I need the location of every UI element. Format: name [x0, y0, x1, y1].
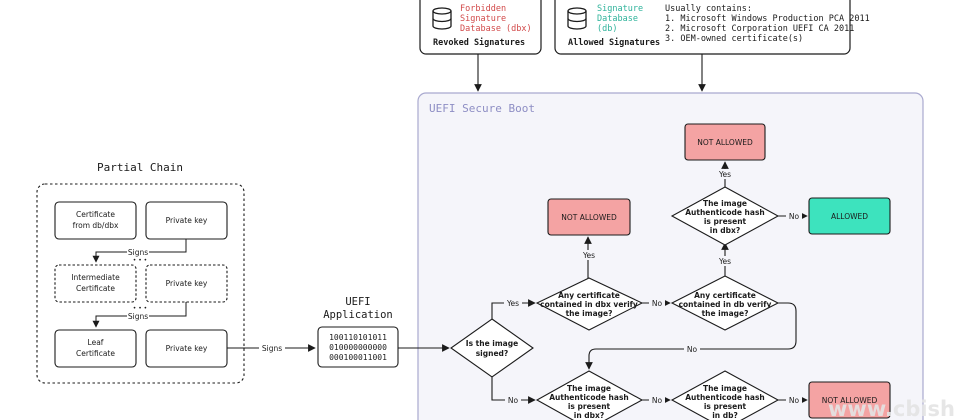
- cert-label: Intermediate: [71, 273, 120, 282]
- cert-label: Certificate: [76, 349, 115, 358]
- dbx-database-box: Forbidden Signature Database (dbx) Revok…: [419, 0, 542, 55]
- decision-dbx-verify: Any certificate contained in dbx verify …: [535, 277, 644, 331]
- not-allowed-box: [684, 123, 766, 161]
- secure-boot-title: UEFI Secure Boot: [429, 102, 535, 115]
- decision-text: contained in dbx verify: [540, 300, 638, 309]
- no-label: No: [789, 396, 800, 405]
- decision-db-verify: Any certificate contained in db verify t…: [670, 275, 780, 331]
- uefi-app-box: [317, 326, 399, 368]
- uefi-app-title: UEFI: [345, 296, 370, 308]
- no-label: No: [652, 299, 663, 308]
- allowed-label: ALLOWED: [831, 212, 868, 221]
- decision-text: in dbx?: [710, 226, 740, 235]
- no-label: No: [508, 396, 519, 405]
- uefi-app-title: Application: [323, 309, 393, 321]
- chain-ellipsis: • • •: [133, 257, 147, 264]
- db-name-line: Database: [597, 14, 638, 24]
- decision-hash-dbx-bottom: The image Authenticode hash is present i…: [535, 370, 644, 420]
- usually-contains-item: 3. OEM-owned certificate(s): [665, 34, 803, 44]
- binary-line: 100110101011: [329, 333, 387, 342]
- usually-contains-item: 1. Microsoft Windows Production PCA 2011: [665, 14, 870, 24]
- secure-boot-panel: [417, 92, 924, 420]
- decision-text: signed?: [476, 349, 509, 358]
- chain-ellipsis: • • •: [133, 305, 147, 312]
- intermediate-cert-box: [54, 264, 137, 303]
- binary-line: 000100011001: [329, 353, 387, 362]
- not-allowed-box: [547, 198, 631, 236]
- no-label: No: [789, 212, 800, 221]
- decision-text: Is the image: [466, 339, 518, 348]
- dbx-name-line: Signature: [460, 14, 506, 24]
- decision-text: is present: [704, 217, 747, 226]
- yes-label: Yes: [718, 257, 731, 266]
- decision-text: the image?: [702, 309, 749, 318]
- private-key-label: Private key: [166, 279, 208, 288]
- not-allowed-label: NOT ALLOWED: [561, 213, 617, 222]
- signs-label: Signs: [128, 312, 148, 321]
- usually-contains-title: Usually contains:: [665, 4, 752, 14]
- decision-is-signed: Is the image signed?: [450, 318, 534, 378]
- not-allowed-box: [808, 381, 891, 419]
- decision-text: Authenticode hash: [685, 208, 765, 217]
- not-allowed-label: NOT ALLOWED: [822, 396, 878, 405]
- cert-label: Certificate: [76, 210, 115, 219]
- dbx-caption: Revoked Signatures: [433, 37, 525, 48]
- decision-text: is present: [568, 402, 611, 411]
- decision-text: in dbx?: [574, 411, 604, 420]
- decision-text: The image: [703, 384, 747, 393]
- cert-label: Leaf: [88, 338, 104, 347]
- yes-label: Yes: [506, 299, 519, 308]
- no-label: No: [687, 345, 698, 354]
- decision-text: Authenticode hash: [549, 393, 629, 402]
- db-name-line: Signature: [597, 4, 643, 14]
- cert-label: Certificate: [76, 284, 115, 293]
- db-caption: Allowed Signatures: [568, 37, 660, 48]
- decision-text: the image?: [566, 309, 613, 318]
- decision-hash-db-bottom: The image Authenticode hash is present i…: [670, 370, 780, 420]
- decision-text: contained in db verify: [679, 300, 772, 309]
- cert-label: from db/dbx: [73, 221, 119, 230]
- db-name-line: (db): [597, 24, 617, 34]
- database-icon: [432, 7, 452, 30]
- usually-contains-item: 2. Microsoft Corporation UEFI CA 2011: [665, 24, 854, 34]
- cert-db-dbx-box: [54, 201, 137, 240]
- no-label: No: [652, 396, 663, 405]
- decision-text: in db?: [712, 411, 738, 420]
- yes-label: Yes: [582, 251, 595, 260]
- partial-chain-title: Partial Chain: [97, 161, 183, 174]
- yes-label: Yes: [718, 170, 731, 179]
- signs-label: Signs: [128, 248, 148, 257]
- decision-text: Authenticode hash: [685, 393, 765, 402]
- decision-text: Any certificate: [558, 291, 620, 300]
- db-verify-no-arrow: [585, 302, 797, 370]
- binary-line: 010000000000: [329, 343, 387, 352]
- partial-chain-container: [36, 183, 245, 384]
- db-database-box: Signature Database (db) Allowed Signatur…: [554, 0, 870, 55]
- private-key-label: Private key: [166, 216, 208, 225]
- dbx-name-line: Database (dbx): [460, 24, 532, 34]
- leaf-cert-box: [54, 329, 137, 368]
- not-allowed-label: NOT ALLOWED: [697, 138, 753, 147]
- decision-text: The image: [567, 384, 611, 393]
- watermark-text: www.cbish: [828, 397, 955, 420]
- signs-app-label: Signs: [262, 344, 282, 353]
- private-key-label: Private key: [166, 344, 208, 353]
- decision-text: is present: [704, 402, 747, 411]
- allowed-box: [808, 197, 891, 235]
- database-icon: [567, 7, 587, 30]
- dbx-name-line: Forbidden: [460, 4, 506, 14]
- decision-text: Any certificate: [694, 291, 756, 300]
- decision-text: The image: [703, 199, 747, 208]
- decision-hash-dbx-top: The image Authenticode hash is present i…: [670, 186, 780, 246]
